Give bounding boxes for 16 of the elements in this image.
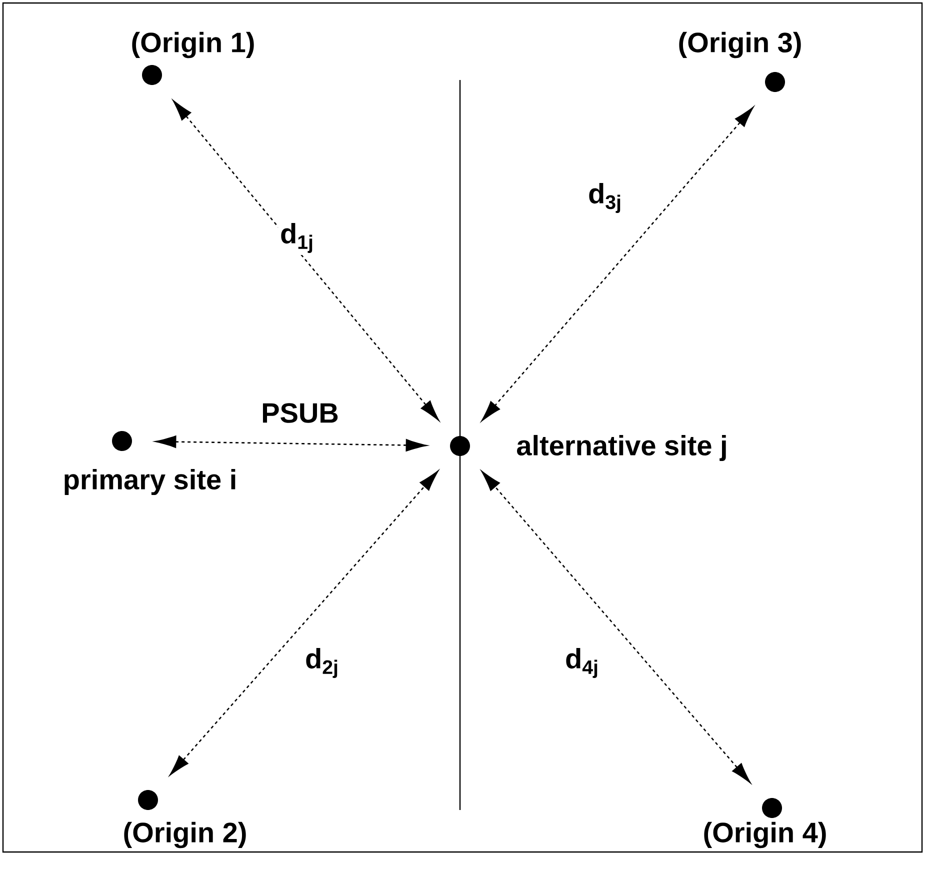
arrow <box>170 470 438 776</box>
arrow <box>172 100 440 421</box>
edge-label: d$_{1j}$ <box>278 221 316 255</box>
site-label: (Origin 1) <box>132 32 254 58</box>
edge-label: d$_{2j}$ <box>303 646 341 680</box>
site-label: (Origin 4) <box>704 822 826 848</box>
edge-label: d$_{4j}$ <box>563 646 601 680</box>
site-label: primary site i <box>64 468 236 496</box>
edge-label: d$_{3j}$ <box>586 181 624 215</box>
arrow <box>481 471 751 784</box>
arrow <box>155 436 427 452</box>
site-label: (Origin 2) <box>124 822 246 848</box>
site-label: (Origin 3) <box>679 32 801 58</box>
edge-label: PSUB <box>259 401 341 425</box>
arrow <box>482 106 754 422</box>
site-label: alternative site j <box>517 434 726 462</box>
